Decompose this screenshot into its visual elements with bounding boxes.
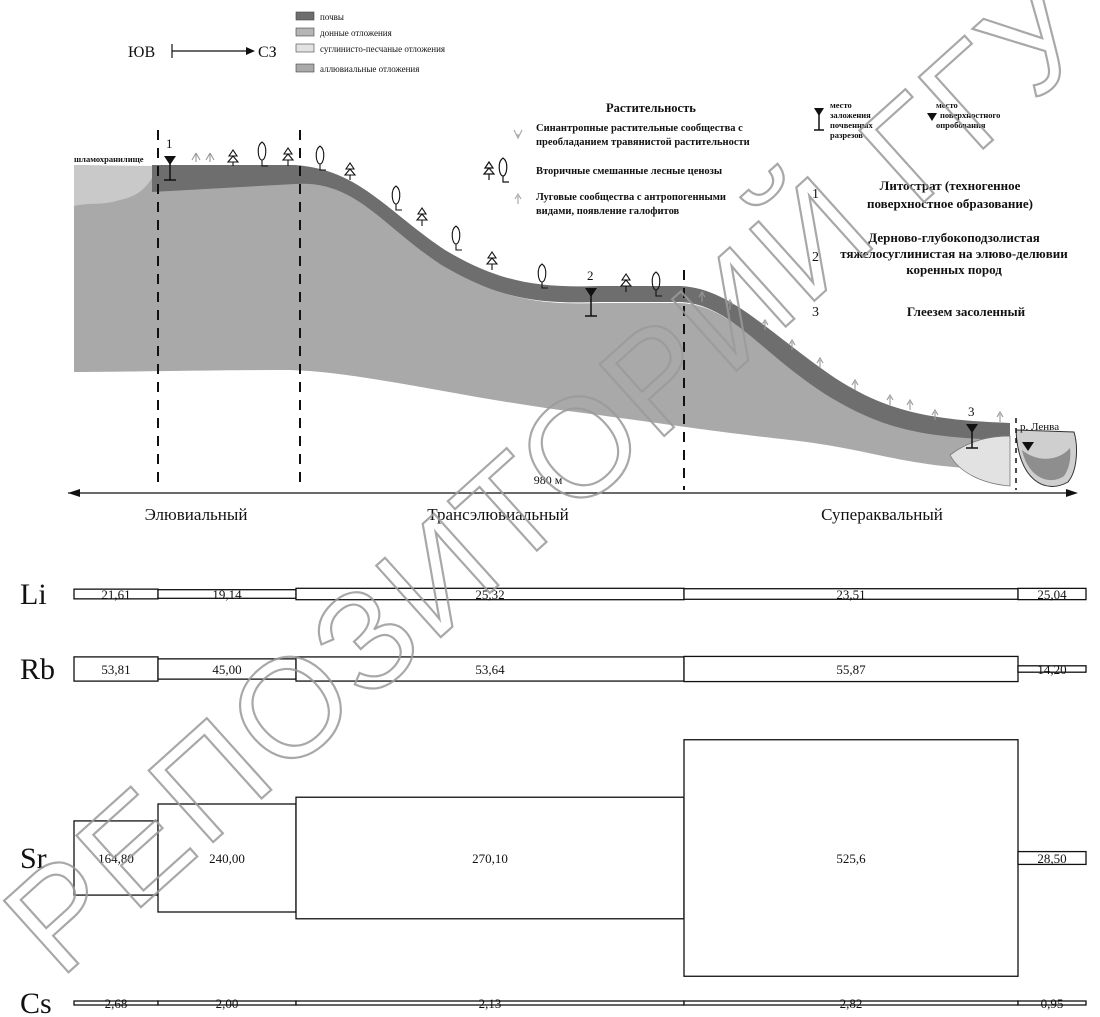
legend-swatch-sandy bbox=[296, 44, 314, 52]
zone-eluvial: Элювиальный bbox=[145, 505, 248, 524]
direction-arrow-icon bbox=[172, 44, 255, 58]
legend-label-alluvial: аллювиальные отложения bbox=[320, 64, 419, 74]
legend-swatch-bottom bbox=[296, 28, 314, 36]
meadow-arrow-icon bbox=[515, 194, 521, 204]
value-label-sr-5: 28,50 bbox=[1037, 851, 1066, 866]
pit-2-number: 2 bbox=[587, 268, 594, 283]
value-label-cs-4: 2,82 bbox=[840, 996, 863, 1011]
value-label-cs-1: 2,68 bbox=[105, 996, 128, 1011]
soil-2-line3: коренных пород bbox=[906, 262, 1002, 277]
value-label-sr-3: 270,10 bbox=[472, 851, 508, 866]
value-label-li-2: 19,14 bbox=[212, 587, 242, 602]
legend-swatch-alluvial bbox=[296, 64, 314, 72]
direction-from: ЮВ bbox=[128, 44, 155, 61]
pit-3-number: 3 bbox=[968, 404, 975, 419]
value-label-sr-4: 525,6 bbox=[836, 851, 866, 866]
value-label-li-1: 21,61 bbox=[101, 587, 130, 602]
grass-sprout-icon bbox=[514, 130, 522, 138]
vegetation-item-forest: Вторичные смешанные лесные ценозы bbox=[536, 166, 722, 177]
element-label-rb: Rb bbox=[20, 653, 55, 686]
value-label-li-4: 23,51 bbox=[836, 587, 865, 602]
legend-label-bottom: донные отложения bbox=[320, 28, 392, 38]
element-label-li: Li bbox=[20, 578, 47, 611]
value-label-rb-1: 53,81 bbox=[101, 662, 130, 677]
vegetation-item-synanthropic-line2: преобладанием травянистой растительности bbox=[536, 137, 750, 148]
mixed-forest-tree-icon bbox=[484, 158, 509, 182]
tailings-label: шламохранилище bbox=[74, 154, 144, 164]
value-label-cs-2: 2,00 bbox=[216, 996, 239, 1011]
vegetation-item-meadow-line2: видами, появление галофитов bbox=[536, 206, 680, 217]
layer-legend: почвы донные отложения суглинисто-песчан… bbox=[296, 12, 445, 74]
element-label-cs: Cs bbox=[20, 987, 52, 1017]
value-label-li-5: 25,04 bbox=[1037, 587, 1067, 602]
value-label-rb-3: 53,64 bbox=[475, 662, 505, 677]
legend-label-sandy: суглинисто-песчаные отложения bbox=[320, 44, 445, 54]
legend-swatch-soil bbox=[296, 12, 314, 20]
pit-1-number: 1 bbox=[166, 136, 173, 151]
soil-3-line1: Глеезем засоленный bbox=[907, 304, 1026, 319]
vegetation-item-meadow-line1: Луговые сообщества с антропогенными bbox=[536, 192, 726, 203]
value-label-rb-4: 55,87 bbox=[836, 662, 866, 677]
zone-superaquatic: Супераквальный bbox=[821, 505, 943, 524]
legend-label-soil: почвы bbox=[320, 12, 344, 22]
river-label: р. Ленва bbox=[1020, 421, 1059, 433]
value-label-rb-5: 14,20 bbox=[1037, 662, 1066, 677]
value-label-cs-5: 0,95 bbox=[1041, 996, 1064, 1011]
direction-to: СЗ bbox=[258, 44, 277, 61]
vegetation-title: Растительность bbox=[606, 101, 696, 115]
vegetation-item-synanthropic-line1: Синантропные растительные сообщества с bbox=[536, 123, 743, 134]
value-label-cs-3: 2,13 bbox=[479, 996, 502, 1011]
vegetation-legend: Растительность Синантропные растительные… bbox=[484, 101, 750, 217]
